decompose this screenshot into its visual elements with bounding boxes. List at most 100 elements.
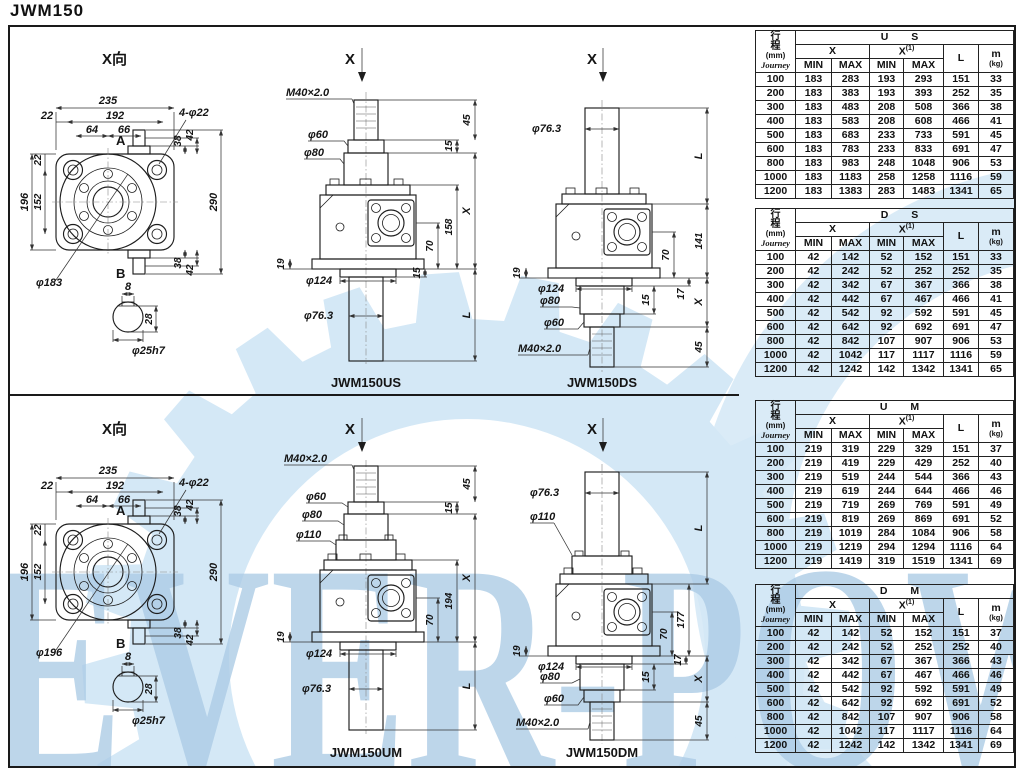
- dim-label: 45: [694, 715, 705, 728]
- dim-label: M40×2.0: [518, 343, 562, 355]
- col-m: m(kg): [977, 44, 1014, 73]
- dim-label: 45: [694, 341, 705, 354]
- dim-label: 4-φ22: [178, 107, 209, 119]
- screw-jack-body: [311, 92, 425, 364]
- col-m: m(kg): [977, 222, 1014, 251]
- shaft-label: B: [116, 636, 125, 651]
- col-m: m(kg): [978, 414, 1014, 443]
- dim-label: 70: [659, 628, 670, 640]
- dim-label: 64: [86, 124, 98, 136]
- dim-label: 17: [676, 288, 687, 300]
- col-x1: X(1): [869, 414, 944, 429]
- dim-label: 22: [40, 480, 53, 492]
- dim-label: φ124: [306, 275, 332, 287]
- dim-label: L: [693, 524, 705, 531]
- col-x1: X(1): [869, 222, 944, 237]
- front-view-body: [52, 499, 178, 703]
- drawing-jwm150dm: X: [512, 418, 710, 760]
- dim-label: φ60: [544, 317, 565, 329]
- part-label: JWM150UM: [330, 745, 402, 760]
- front-view-body: [52, 129, 178, 333]
- dim-label: 45: [462, 114, 473, 127]
- dim-label: 28: [144, 683, 155, 696]
- dim-label: 70: [425, 240, 436, 252]
- col-l: L: [943, 222, 979, 251]
- dim-label: 196: [19, 192, 31, 211]
- dim-label: 15: [641, 671, 652, 683]
- dim-label: 8: [125, 281, 132, 293]
- dim-label: 141: [694, 232, 705, 249]
- dim-label: 177: [676, 611, 687, 628]
- dim-label: φ76.3: [530, 487, 559, 499]
- dim-label: X: [461, 574, 473, 583]
- dim-label: 152: [33, 193, 44, 210]
- dim-label: 42: [185, 264, 196, 277]
- view-label: X向: [102, 420, 127, 438]
- journey-header: 行 程 (mm) Journey: [755, 584, 796, 627]
- dimension-lines: [518, 107, 710, 368]
- page-title: JWM150: [10, 1, 85, 20]
- dim-label: 66: [118, 124, 131, 136]
- dim-label: 22: [33, 524, 44, 537]
- dim-label: 15: [412, 267, 423, 279]
- dim-label: 70: [661, 249, 672, 261]
- dim-label: φ60: [544, 693, 565, 705]
- dim-label: 19: [512, 645, 523, 657]
- dim-label: φ25h7: [132, 715, 166, 727]
- journey-header: 行 程 (mm) Journey: [755, 400, 796, 443]
- dim-label: φ80: [540, 295, 561, 307]
- dim-label: 66: [118, 494, 131, 506]
- shaft-label: B: [116, 266, 125, 281]
- dim-label: φ80: [304, 147, 325, 159]
- drawing-frame: EVER-POWER X向: [8, 25, 1016, 768]
- dim-label: 45: [462, 478, 473, 491]
- dim-label: φ76.3: [532, 123, 561, 135]
- journey-header: 行 程 (mm) Journey: [755, 208, 796, 251]
- screw-jack-body: [547, 100, 661, 372]
- col-x: X: [795, 598, 870, 613]
- table-title: U S: [794, 30, 1014, 45]
- table-title: D M: [795, 584, 1014, 599]
- x-direction-label: X: [587, 51, 597, 68]
- col-x: X: [795, 222, 870, 237]
- col-x: X: [795, 414, 870, 429]
- dim-label: φ110: [530, 511, 556, 523]
- table-title: U M: [795, 400, 1014, 415]
- dim-label: 19: [276, 258, 287, 270]
- dim-label: L: [693, 152, 705, 159]
- dim-label: φ76.3: [302, 683, 331, 695]
- dim-label: 42: [185, 499, 196, 512]
- dim-label: 64: [86, 494, 98, 506]
- dimension-lines: [284, 98, 478, 362]
- dim-label: 152: [33, 563, 44, 580]
- dim-label: 28: [144, 313, 155, 326]
- dim-label: 38: [173, 627, 184, 639]
